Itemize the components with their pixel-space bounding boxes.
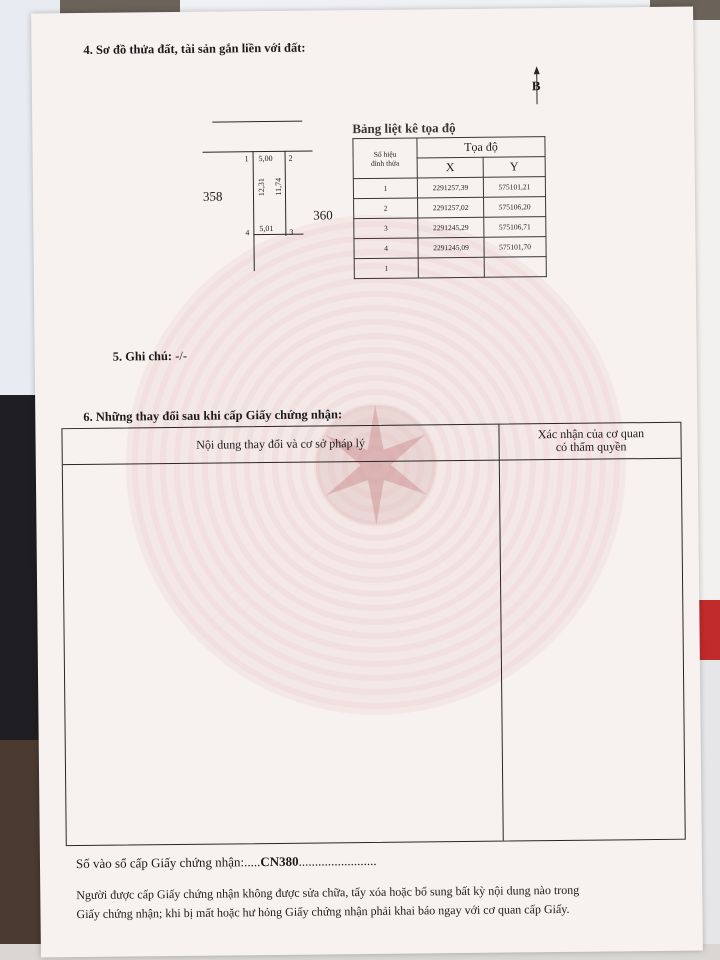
coord-y xyxy=(484,256,547,278)
parcel-bottom-edge xyxy=(253,233,304,236)
land-certificate-page: 4. Sơ đồ thửa đất, tài sản gắn liền với … xyxy=(31,6,703,958)
vertex-id: 3 xyxy=(353,217,418,239)
point-3-label: 3 xyxy=(289,227,294,237)
col-header-vertex-id: Số hiệu đỉnh thửa xyxy=(352,137,418,179)
coord-y: 575101,21 xyxy=(483,176,546,198)
point-4-label: 4 xyxy=(245,228,250,238)
registration-value: CN380 xyxy=(260,853,299,870)
vertex-id: 1 xyxy=(354,257,419,279)
point-2-label: 2 xyxy=(288,153,293,163)
section-4-title: 4. Sơ đồ thửa đất, tài sản gắn liền với … xyxy=(83,40,306,57)
changes-table: Nội dung thay đổi và cơ sở pháp lý Xác n… xyxy=(61,421,686,847)
section-5-notes: 5. Ghi chú: -/- xyxy=(113,349,187,365)
coord-y: 575106,20 xyxy=(483,196,546,218)
point-1-label: 1 xyxy=(244,154,249,164)
coord-x: 2291245,09 xyxy=(417,237,485,258)
coordinate-table-title: Bảng liệt kê tọa độ xyxy=(352,120,456,137)
coord-x xyxy=(418,257,485,278)
section-5-value: -/- xyxy=(171,348,188,364)
col-header-coordinates: Tọa độ xyxy=(416,136,546,158)
certificate-notice: Người được cấp Giấy chứng nhận không đượ… xyxy=(76,880,676,924)
table-row: 1 xyxy=(354,256,547,279)
col-header-authority-confirmation: Xác nhận của cơ quan có thẩm quyền xyxy=(499,426,682,455)
coord-y: 575106,71 xyxy=(483,216,546,238)
coord-x: 2291257,02 xyxy=(417,197,484,218)
vertex-id: 4 xyxy=(353,237,419,259)
parcel-top-edge xyxy=(202,150,313,153)
coord-x: 2291257,39 xyxy=(417,177,484,198)
parcel-right-edge xyxy=(284,150,287,236)
left-edge-length: 12,31 xyxy=(256,178,266,197)
registration-trail: ........................ xyxy=(298,852,377,869)
drum-star-icon xyxy=(325,404,427,525)
table-row: 2 2291257,02 575106,20 xyxy=(353,196,546,219)
registration-number: Số vào sổ cấp Giấy chứng nhận:.....CN380… xyxy=(76,853,377,872)
changes-table-divider xyxy=(498,424,504,841)
coord-x: 2291245,29 xyxy=(417,217,484,238)
neighbor-parcel-left: 358 xyxy=(202,188,223,204)
neighbor-parcel-right: 360 xyxy=(313,207,333,223)
vertex-id: 2 xyxy=(353,197,418,219)
registration-label: Số vào sổ cấp Giấy chứng nhận:..... xyxy=(75,854,261,872)
table-row: 1 2291257,39 575101,21 xyxy=(353,176,546,199)
top-edge-length: 5,00 xyxy=(258,153,273,164)
road-line xyxy=(212,120,303,123)
parcel-sketch: 1 2 3 4 5,00 5,01 12,31 11,74 358 360 xyxy=(202,115,354,277)
coordinate-table: Số hiệu đỉnh thửa Tọa độ X Y 1 2291257,3… xyxy=(352,136,547,279)
col-header-x: X xyxy=(417,157,484,178)
table-row: 4 2291245,09 575101,70 xyxy=(353,236,547,259)
section-6-title: 6. Những thay đổi sau khi cấp Giấy chứng… xyxy=(83,407,343,424)
bottom-edge-length: 5,01 xyxy=(259,223,274,234)
right-edge-length: 11,74 xyxy=(273,177,283,196)
vertex-id: 1 xyxy=(353,177,418,199)
parcel-left-edge xyxy=(252,151,255,272)
table-row: 3 2291245,29 575106,71 xyxy=(353,216,546,239)
col-header-vertex-id-line2: đỉnh thửa xyxy=(370,158,400,168)
north-arrow-icon xyxy=(533,66,540,105)
north-label: B xyxy=(531,78,541,94)
coord-y: 575101,70 xyxy=(483,236,547,258)
section-5-title: 5. Ghi chú: xyxy=(112,349,173,364)
col-header-y: Y xyxy=(483,156,546,178)
bronze-drum-watermark xyxy=(123,212,629,718)
col-header-authority-line2: có thẩm quyền xyxy=(555,439,627,455)
